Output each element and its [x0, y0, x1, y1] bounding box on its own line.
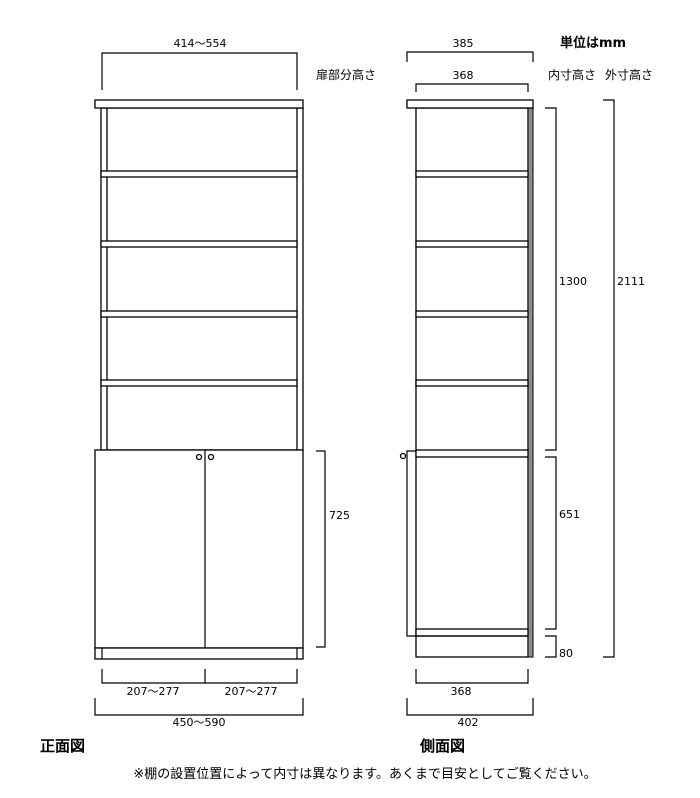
- total-height-label: 2111: [617, 275, 645, 288]
- front-upper-interior: [106, 107, 298, 451]
- side-shelf: [415, 310, 529, 318]
- inner-width-label: 414～554: [174, 37, 227, 50]
- inner-depth-bottom-label: 368: [451, 685, 472, 698]
- dim-inner-depth-top: [415, 83, 529, 92]
- front-shelf: [100, 170, 298, 178]
- door-width-left: 207～277: [127, 685, 180, 698]
- dim-outer-depth-top: [406, 51, 534, 62]
- front-view: 414～554 扉部分高さ 725 207～277 207～277 450～59…: [40, 37, 376, 755]
- outer-depth-top-label: 385: [453, 37, 474, 50]
- outer-depth-bottom-label: 402: [458, 716, 479, 729]
- front-door-left: [94, 449, 304, 649]
- dim-upper-height: [545, 107, 557, 451]
- outer-width-label: 450～590: [173, 716, 226, 729]
- side-view: 385 368 単位はmm 内寸高さ 外寸高さ 1300 651 80 2111…: [399, 35, 653, 755]
- front-shelf: [100, 379, 298, 387]
- door-width-right: 207～277: [225, 685, 278, 698]
- dim-total-height: [603, 99, 615, 658]
- outer-height-caption: 外寸高さ: [605, 67, 653, 82]
- knob-left: [195, 453, 203, 461]
- front-view-title: 正面図: [40, 737, 85, 755]
- front-top-board: [94, 99, 304, 109]
- dim-door-height: [316, 450, 326, 648]
- side-shelf: [415, 379, 529, 387]
- side-shelf: [415, 240, 529, 248]
- front-shelf: [100, 240, 298, 248]
- door-height-label: 725: [329, 509, 350, 522]
- side-top-board: [406, 99, 534, 109]
- side-back-strip: [527, 107, 534, 658]
- dim-plinth-height: [545, 635, 557, 658]
- door-height-caption: 扉部分高さ: [316, 67, 376, 82]
- plinth-height-label: 80: [559, 647, 573, 660]
- side-door: [406, 450, 528, 637]
- dim-outer-width: [94, 698, 304, 716]
- footnote: ※棚の設置位置によって内寸は異なります。あくまで目安としてご覧ください。: [133, 766, 596, 782]
- upper-height-label: 1300: [559, 275, 587, 288]
- units-label: 単位はmm: [560, 35, 626, 51]
- side-knob: [399, 452, 407, 460]
- side-bottom-shelf: [415, 628, 529, 637]
- dim-door-widths: [101, 669, 298, 684]
- dim-inner-width: [101, 52, 298, 90]
- side-shelf: [415, 449, 529, 458]
- side-view-title: 側面図: [419, 737, 465, 755]
- dim-outer-depth-bottom: [406, 698, 534, 716]
- front-shelf: [100, 310, 298, 318]
- knob-right: [207, 453, 215, 461]
- lower-height-label: 651: [559, 508, 580, 521]
- dim-inner-depth-bottom: [415, 669, 529, 684]
- front-plinth: [94, 647, 304, 660]
- dim-lower-height: [545, 456, 557, 630]
- inner-depth-top-label: 368: [453, 69, 474, 82]
- inner-height-caption: 内寸高さ: [548, 67, 596, 82]
- side-shelf: [415, 170, 529, 178]
